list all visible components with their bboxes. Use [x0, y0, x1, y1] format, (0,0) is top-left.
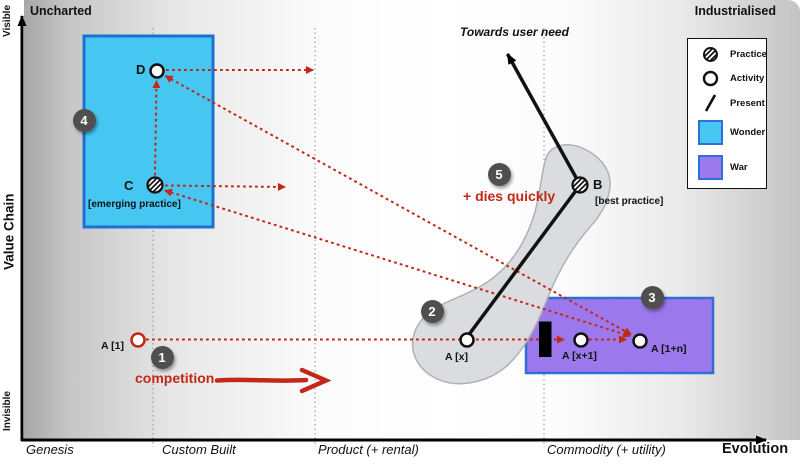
node-d-label: D	[136, 62, 146, 77]
arrow-c-to-d	[152, 80, 161, 176]
badge-5: 5	[487, 162, 511, 186]
competition-arrow-head	[299, 367, 332, 394]
stage-label-product: Product (+ rental)	[318, 442, 419, 457]
present-barrier-bar	[539, 321, 552, 357]
war-box	[524, 296, 715, 375]
region-label-industrialised: Industrialised	[694, 4, 776, 18]
badge-4: 4	[72, 108, 96, 132]
stage-label-commodity: Commodity (+ utility)	[547, 442, 666, 457]
legend-label-practice: Practice	[730, 49, 767, 60]
badge-3: 3	[640, 285, 664, 309]
legend-item-present: Present	[697, 92, 765, 114]
node-c-sublabel: [emerging practice]	[88, 199, 181, 210]
badge-2: 2	[420, 299, 444, 323]
y-axis-title: Value Chain	[1, 193, 17, 271]
node-b	[571, 176, 589, 194]
y-axis-label-visible: Visible	[2, 4, 13, 38]
node-b-label: B	[593, 177, 603, 192]
towards-user-need-arrow	[505, 53, 578, 179]
legend-item-practice: Practice	[697, 45, 767, 64]
present-line-ax-to-b	[466, 187, 579, 338]
wonder-icon	[697, 120, 723, 145]
activity-icon	[697, 69, 723, 88]
node-ax1	[573, 332, 589, 348]
node-ax-label: A [x]	[445, 351, 468, 363]
stage-label-custom-built: Custom Built	[162, 442, 236, 457]
competition-label: competition	[135, 370, 215, 386]
node-a1n	[632, 333, 648, 349]
region-label-uncharted: Uncharted	[30, 4, 92, 18]
legend: Practice Activity Present Wonder War	[687, 38, 767, 189]
node-ax	[459, 332, 475, 348]
node-c-label: C	[124, 178, 134, 193]
practice-icon	[697, 45, 723, 64]
node-a1-label: A [1]	[101, 340, 124, 352]
node-a1n-label: A [1+n]	[651, 343, 687, 355]
war-icon	[697, 155, 723, 180]
towards-user-need-label: Towards user need	[460, 25, 569, 39]
badge-1: 1	[150, 345, 174, 369]
legend-item-activity: Activity	[697, 69, 764, 88]
legend-label-present: Present	[730, 97, 765, 109]
competition-arrow-shaft	[214, 377, 309, 383]
x-axis-title: Evolution	[722, 441, 789, 457]
legend-label-war: War	[730, 162, 748, 173]
node-a1	[130, 332, 146, 348]
legend-item-war: War	[697, 155, 748, 180]
legend-label-activity: Activity	[730, 73, 765, 84]
node-b-sublabel: [best practice]	[595, 196, 664, 207]
present-icon	[697, 92, 723, 114]
legend-item-wonder: Wonder	[697, 120, 765, 145]
dies-quickly-label: + dies quickly	[463, 188, 556, 204]
node-d	[149, 63, 165, 79]
node-c	[146, 176, 164, 194]
node-ax1-label: A [x+1]	[562, 350, 597, 362]
stage-label-genesis: Genesis	[26, 442, 74, 457]
legend-label-wonder: Wonder	[730, 127, 766, 138]
y-axis-label-invisible: Invisible	[2, 391, 13, 432]
